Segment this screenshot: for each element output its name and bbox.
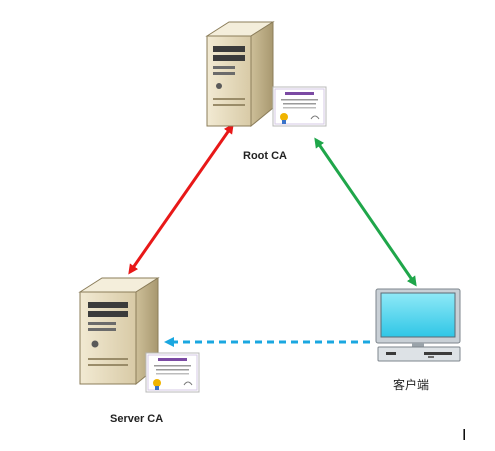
server-ca-certificate-icon	[145, 352, 200, 393]
edge-root-server	[128, 123, 234, 275]
client-computer-icon	[375, 288, 461, 362]
client-label: 客户端	[393, 378, 430, 392]
root-ca-label: Root CA	[243, 150, 287, 162]
root-ca-certificate-icon	[272, 86, 327, 127]
edge-root-client	[314, 137, 417, 287]
text-cursor-icon: Ⅰ	[462, 426, 467, 444]
server-ca-label: Server CA	[110, 413, 164, 425]
root-ca-server-icon	[205, 21, 275, 128]
